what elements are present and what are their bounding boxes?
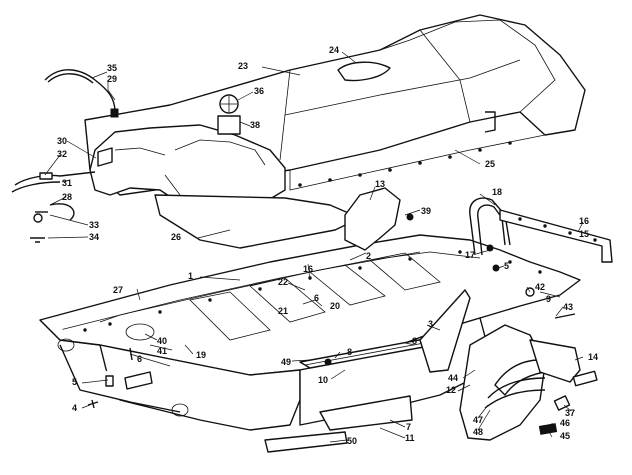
callout-8b: 8 bbox=[412, 336, 418, 346]
callout-12: 12 bbox=[446, 385, 457, 395]
callout-5: 5 bbox=[72, 377, 78, 387]
callout-45: 45 bbox=[560, 431, 571, 441]
callout-22: 22 bbox=[278, 277, 289, 287]
callout-46: 46 bbox=[560, 418, 571, 428]
callout-43: 43 bbox=[563, 302, 574, 312]
callout-16b: 16 bbox=[303, 264, 314, 274]
small-parts bbox=[87, 213, 598, 453]
callout-18: 18 bbox=[492, 187, 503, 197]
callout-14: 14 bbox=[588, 352, 599, 362]
callout-3: 3 bbox=[428, 319, 434, 329]
tunnel-side-left bbox=[39, 319, 301, 431]
callout-31: 31 bbox=[62, 178, 73, 188]
callout-19: 19 bbox=[196, 350, 207, 360]
callout-41: 41 bbox=[157, 346, 168, 356]
callout-26: 26 bbox=[171, 232, 182, 242]
callout-20: 20 bbox=[330, 301, 341, 311]
callout-28: 28 bbox=[62, 192, 73, 202]
seat-pad-patch bbox=[337, 61, 391, 82]
callout-27: 27 bbox=[113, 285, 124, 295]
rear-support bbox=[419, 289, 471, 373]
vent-hose bbox=[44, 69, 119, 118]
tank-pad bbox=[154, 194, 361, 249]
callout-9: 9 bbox=[546, 294, 552, 304]
callout-50: 50 bbox=[347, 436, 358, 446]
callout-40: 40 bbox=[157, 336, 168, 346]
callout-5b: 5 bbox=[504, 261, 510, 271]
callout-7: 7 bbox=[406, 422, 412, 432]
seat-rivets bbox=[298, 141, 512, 187]
callout-11: 11 bbox=[405, 433, 415, 443]
callout-49: 49 bbox=[281, 357, 292, 367]
tank-outlet bbox=[97, 147, 113, 167]
callout-16: 16 bbox=[579, 216, 590, 226]
callout-36: 36 bbox=[254, 86, 265, 96]
callout-44: 44 bbox=[448, 373, 459, 383]
side-rail-strip bbox=[499, 209, 613, 263]
callout-23: 23 bbox=[238, 61, 249, 71]
rear-brace bbox=[344, 187, 401, 251]
callout-4: 4 bbox=[72, 403, 78, 413]
callout-47: 47 bbox=[473, 415, 484, 425]
callout-13: 13 bbox=[375, 179, 386, 189]
callout-35: 35 bbox=[107, 63, 118, 73]
callout-24: 24 bbox=[329, 45, 340, 55]
callout-33: 33 bbox=[89, 220, 100, 230]
callout-25: 25 bbox=[485, 159, 496, 169]
callout-32: 32 bbox=[57, 149, 68, 159]
chassis-tunnel bbox=[39, 234, 581, 431]
callout-42: 42 bbox=[535, 282, 546, 292]
callout-39: 39 bbox=[421, 206, 432, 216]
callout-37: 37 bbox=[565, 408, 576, 418]
callout-2: 2 bbox=[366, 251, 372, 261]
skid-plate bbox=[319, 395, 413, 431]
callout-8: 8 bbox=[347, 347, 353, 357]
callout-34: 34 bbox=[89, 232, 100, 242]
callout-21: 21 bbox=[278, 306, 289, 316]
tunnel-ribs bbox=[189, 252, 441, 341]
tunnel-rivets bbox=[83, 250, 542, 332]
callout-29: 29 bbox=[107, 74, 118, 84]
callout-17: 17 bbox=[465, 250, 476, 260]
callout-1: 1 bbox=[188, 271, 194, 281]
seat-bracket bbox=[484, 111, 496, 133]
reinforcement-plate bbox=[264, 431, 348, 453]
rear-bumper bbox=[469, 197, 511, 256]
tunnel-cutout bbox=[125, 323, 155, 341]
filler-neck bbox=[217, 115, 241, 135]
leader-lines bbox=[44, 51, 584, 443]
callout-10: 10 bbox=[318, 375, 329, 385]
callout-30: 30 bbox=[57, 136, 68, 146]
callout-38: 38 bbox=[250, 120, 261, 130]
callout-48: 48 bbox=[473, 427, 484, 437]
fuel-line bbox=[11, 171, 96, 243]
callout-15: 15 bbox=[579, 229, 590, 239]
callout-6: 6 bbox=[137, 354, 143, 364]
callout-6b: 6 bbox=[314, 293, 320, 303]
